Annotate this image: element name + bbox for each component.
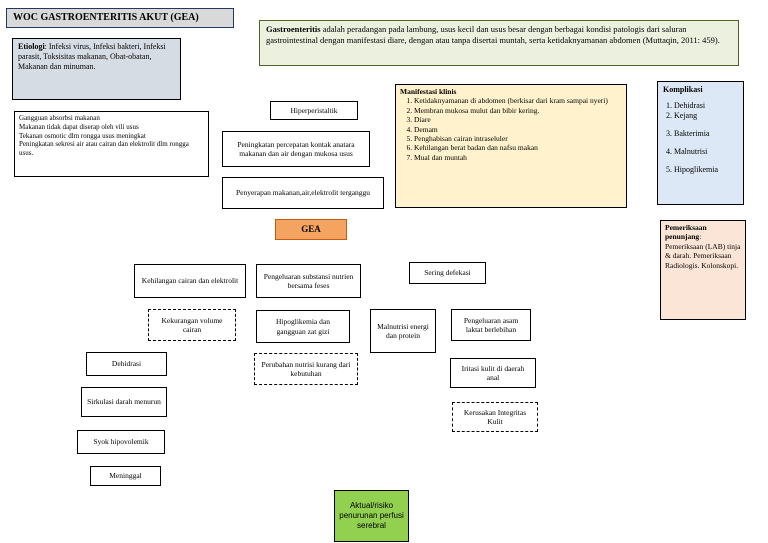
sirkulasi-node: Sirkulasi darah menurun [81, 387, 167, 417]
manifestasi-item: Demam [414, 125, 622, 134]
pemeriksaan-label: Pemeriksaan penunjang [665, 223, 707, 242]
kekurangan-volume-node: Kekurangan volume cairan [148, 309, 236, 341]
komplikasi-label: Komplikasi [663, 85, 703, 94]
hiperperistaltik-node: Hiperperistaltik [270, 101, 358, 120]
pengeluaran-substansi-node: Pengeluaran substansi nutrien bersama fe… [256, 264, 361, 298]
pemeriksaan-box: Pemeriksaan penunjang: Pemeriksaan (LAB)… [660, 220, 746, 320]
komplikasi-item: Hipoglikemia [674, 165, 738, 175]
definition-term: Gastroenteritis [266, 24, 321, 34]
pemeriksaan-text: : Pemeriksaan (LAB) tinja & darah. Pemer… [665, 232, 741, 270]
etiologi-text: : Infeksi virus, Infeksi bakteri, Infeks… [18, 42, 166, 71]
manifestasi-list: Ketidaknyamanan di abdomen (berkisar dar… [400, 96, 622, 162]
pengeluaran-asam-node: Pengeluaran asam laktat berlebihan [451, 309, 531, 341]
manifestasi-item: Kehilangan berat badan dan nafsu makan [414, 143, 622, 152]
etiologi-box: Etiologi: Infeksi virus, Infeksi bakteri… [12, 38, 181, 100]
komplikasi-item: Bakterimia [674, 129, 738, 139]
hipoglikemia-node: Hipoglikemia dan gangguan zat gizi [256, 310, 350, 343]
sering-defekasi-node: Sering defekasi [409, 262, 486, 284]
komplikasi-item: Kejang [674, 111, 738, 121]
gea-node: GEA [275, 219, 347, 240]
kehilangan-node: Kehilangan cairan dan elektrolit [134, 264, 246, 298]
komplikasi-box: Komplikasi Dehidrasi Kejang Bakterimia M… [657, 81, 744, 205]
iritasi-node: Iritasi kulit di daerah anal [450, 358, 536, 388]
komplikasi-item: Dehidrasi [674, 101, 738, 111]
manifestasi-item: Diare [414, 115, 622, 124]
perubahan-nutrisi-node: Perubahan nutrisi kurang dari kebutuhan [254, 353, 358, 385]
manifestasi-label: Manifestasi klinis [400, 87, 457, 96]
gangguan-box: Gangguan absorbsi makanan Makanan tidak … [14, 111, 209, 177]
komplikasi-item: Malnutrisi [674, 147, 738, 157]
page-title: WOC GASTROENTERITIS AKUT (GEA) [6, 8, 234, 28]
manifestasi-item: Ketidaknyamanan di abdomen (berkisar dar… [414, 96, 622, 105]
definition-text: adalah peradangan pada lambung, usus kec… [266, 24, 720, 45]
aktual-risiko-node: Aktual/risiko penurunan perfusi serebral [334, 490, 409, 542]
dehidrasi-node: Dehidrasi [86, 352, 167, 376]
manifestasi-box: Manifestasi klinis Ketidaknyamanan di ab… [395, 84, 627, 208]
syok-node: Syok hipovolemik [77, 430, 165, 454]
penyerapan-node: Penyerapan makanan,air,elektrolit tergan… [222, 177, 384, 209]
komplikasi-list: Dehidrasi Kejang Bakterimia Malnutrisi H… [663, 101, 738, 175]
meninggal-node: Meninggal [90, 466, 161, 486]
definition-box: Gastroenteritis adalah peradangan pada l… [259, 20, 739, 66]
malnutrisi-node: Malnutrisi energi dan protein [370, 309, 436, 353]
manifestasi-item: Mual dan muntah [414, 153, 622, 162]
etiologi-label: Etiologi [18, 42, 45, 51]
manifestasi-item: Penghabisan cairan intraseluler [414, 134, 622, 143]
peningkatan-node: Peningkatan percepatan kontak anatara ma… [222, 131, 370, 167]
manifestasi-item: Membran mukosa mulut dan bibir kering. [414, 106, 622, 115]
kerusakan-node: Kerusakan Integritas Kulit [452, 402, 538, 432]
